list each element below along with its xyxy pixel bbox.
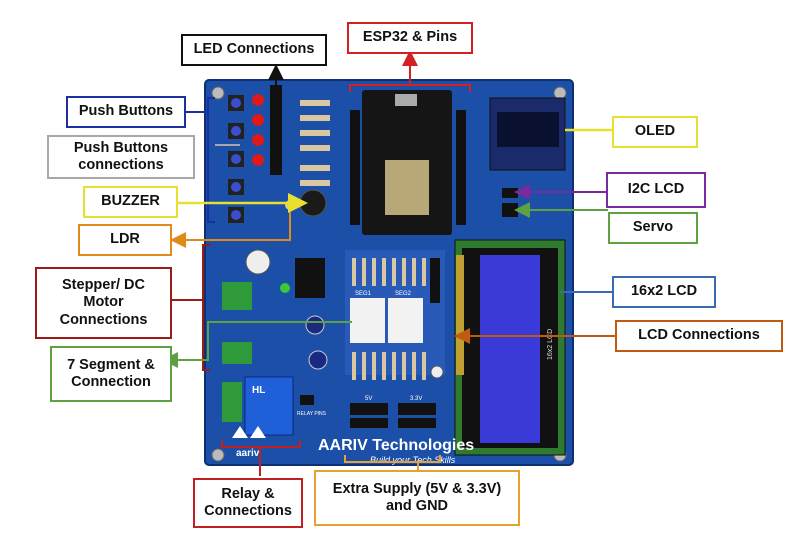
relay-module xyxy=(244,376,294,436)
ldr-component xyxy=(285,200,295,210)
supply-3v3-label: 3.3V xyxy=(410,396,422,402)
oled-label: OLED xyxy=(612,116,698,148)
screw-icon xyxy=(211,86,225,100)
ldr-label: LDR xyxy=(78,224,172,256)
relay-text: HL xyxy=(252,385,265,396)
lcd-module-text: 16x2 LCD xyxy=(547,329,554,360)
supply-5v-label: 5V xyxy=(365,396,372,402)
brand-logo-text: aariv xyxy=(236,448,260,459)
buzzer-component xyxy=(299,189,327,217)
seg1-label: SEG1 xyxy=(355,291,372,297)
brand-logo-icon xyxy=(232,426,266,438)
resistors xyxy=(300,100,330,186)
driver-ic xyxy=(295,258,325,298)
supply-header-5v xyxy=(350,403,388,415)
red-leds xyxy=(252,94,264,166)
lcd-screen xyxy=(480,255,540,443)
i2c-header xyxy=(502,188,518,198)
led-connections-label: LED Connections xyxy=(181,34,327,66)
stepper-dc-label: Stepper/ DC Motor Connections xyxy=(35,267,172,339)
push-buttons-connections-label: Push Buttons connections xyxy=(47,135,195,179)
buzzer-label: BUZZER xyxy=(83,186,178,218)
brand-tagline: Build your Tech Skills xyxy=(370,455,456,465)
servo-label: Servo xyxy=(608,212,698,244)
screw-icon xyxy=(553,86,567,100)
seven-segment-resistors xyxy=(352,258,426,380)
led-header xyxy=(270,85,282,175)
capacitor xyxy=(308,350,328,370)
brand-name: AARIV Technologies xyxy=(318,437,474,454)
supply-header-3v3 xyxy=(398,403,436,415)
capacitor xyxy=(305,315,325,335)
seg2-label: SEG2 xyxy=(395,291,412,297)
screw-icon xyxy=(211,448,225,462)
seven-segment-digit-2 xyxy=(388,298,423,343)
relay-pins-label: RELAY PINS xyxy=(297,411,327,417)
esp32-pins-label: ESP32 & Pins xyxy=(347,22,473,54)
lcd-connections-label: LCD Connections xyxy=(615,320,783,352)
lcd-16x2-label: 16x2 LCD xyxy=(612,276,716,308)
seven-segment-digit-1 xyxy=(350,298,385,343)
push-buttons-label: Push Buttons xyxy=(66,96,186,128)
relay-label: Relay & Connections xyxy=(193,478,303,528)
potentiometer xyxy=(245,249,271,275)
seven-segment-label: 7 Segment & Connection xyxy=(50,346,172,402)
servo-header xyxy=(502,203,518,217)
i2c-lcd-label: I2C LCD xyxy=(606,172,706,208)
extra-supply-label: Extra Supply (5V & 3.3V) and GND xyxy=(314,470,520,526)
